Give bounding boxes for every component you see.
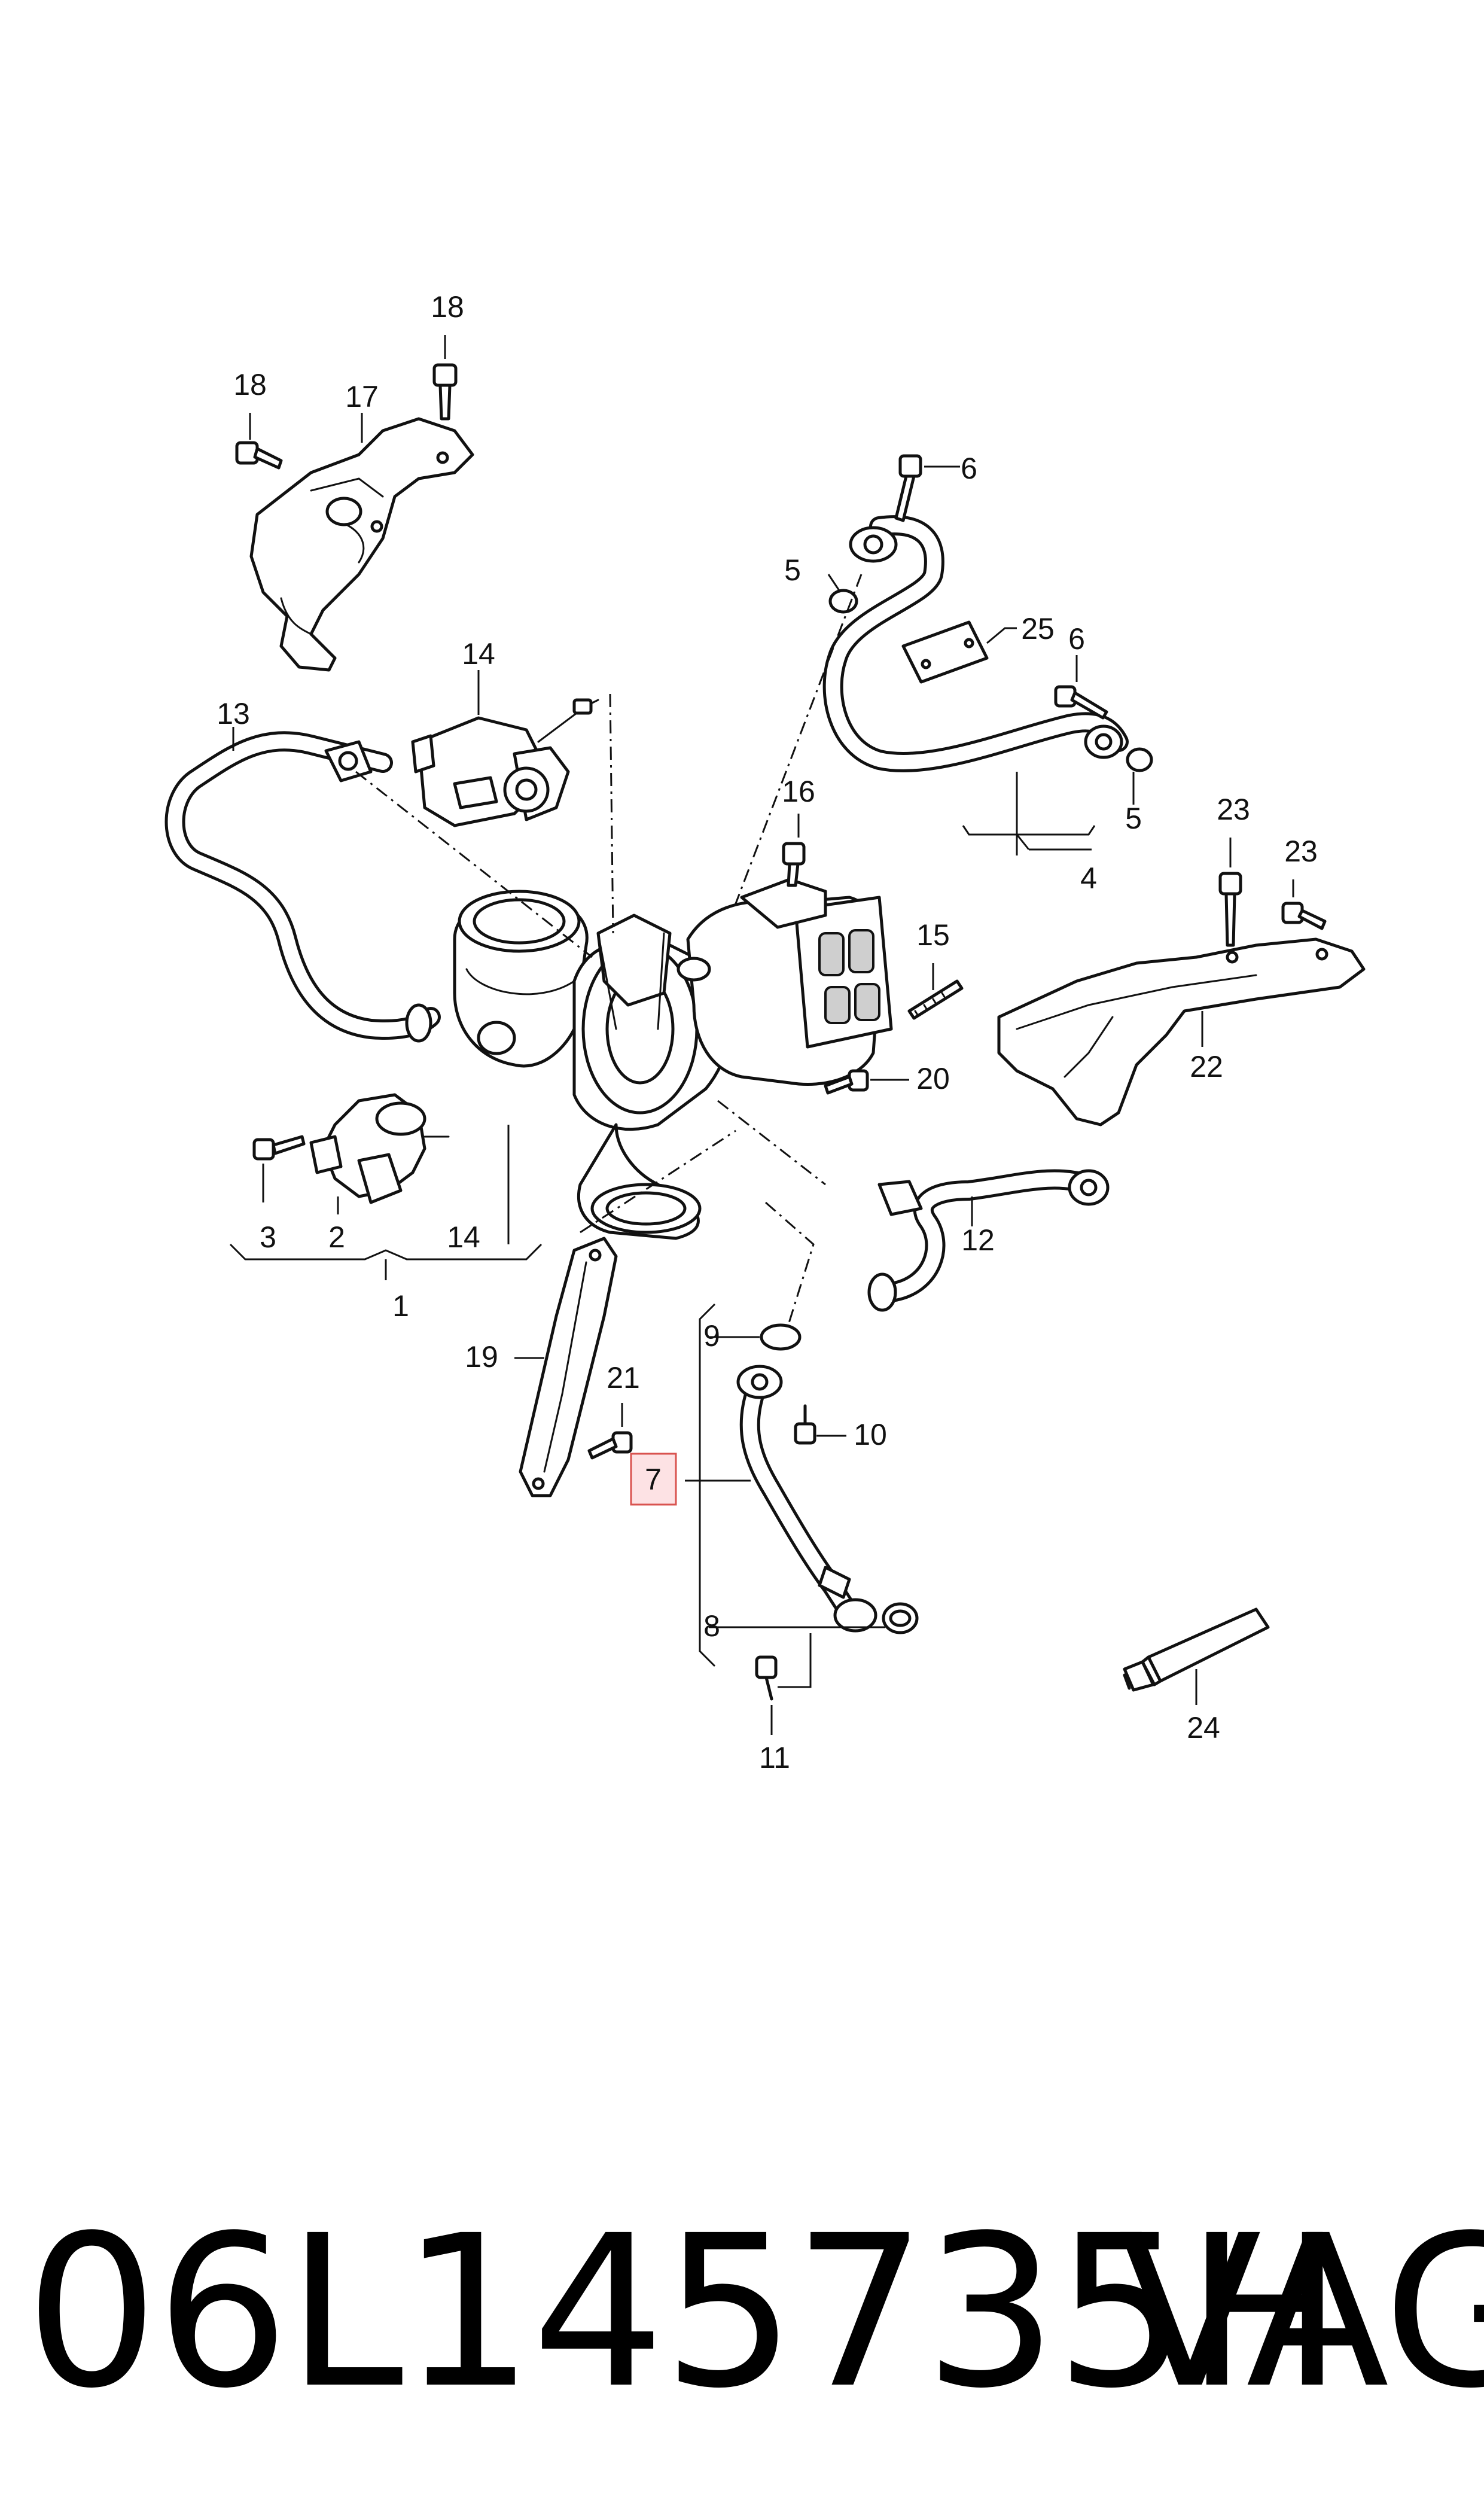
callout-24: 24 (1187, 1711, 1220, 1744)
seal-ring-9 (760, 1323, 802, 1351)
callout-2: 2 (328, 1220, 345, 1254)
leader-5-left (827, 574, 842, 593)
bracket-1 (229, 1243, 543, 1260)
callout-13: 13 (217, 697, 250, 730)
heat-shield-17 (249, 417, 474, 672)
stud-15 (907, 979, 964, 1020)
seal-ring-5-left (828, 589, 858, 614)
bolt-23-right (1281, 902, 1327, 930)
bolt-6-top (894, 454, 922, 522)
bracket-7 (699, 1303, 716, 1667)
callout-17: 17 (345, 380, 379, 413)
callout-22: 22 (1190, 1050, 1223, 1083)
callout-6-right: 6 (1068, 622, 1085, 656)
callout-3: 3 (260, 1220, 276, 1254)
bolt-16 (782, 842, 806, 887)
callout-12: 12 (961, 1223, 995, 1257)
actuator-14 (411, 698, 599, 827)
oil-pipe-4 (822, 515, 1129, 772)
leader-25 (986, 627, 1017, 644)
bolt-20 (824, 1069, 869, 1095)
sealant-tube-24 (1123, 1607, 1270, 1692)
callout-16: 16 (782, 775, 815, 808)
bolt-11 (755, 1655, 778, 1701)
callout-14-lower: 14 (447, 1220, 480, 1254)
callout-18-left: 18 (233, 368, 267, 401)
leader-11-b (778, 1633, 812, 1688)
heat-shield-22 (997, 937, 1366, 1126)
callout-21: 21 (607, 1361, 640, 1395)
callout-20: 20 (916, 1062, 950, 1095)
wastegate-valve-2 (309, 1093, 450, 1204)
bolt-6-right (1054, 685, 1108, 720)
turbocharger-main (453, 878, 893, 1240)
callout-10: 10 (854, 1418, 887, 1451)
callout-23-top: 23 (1217, 793, 1250, 826)
coolant-pipe-12 (867, 1169, 1110, 1312)
bolt-18-left (235, 441, 283, 470)
callout-25: 25 (1021, 612, 1055, 646)
callout-5-right: 5 (1125, 802, 1142, 835)
callout-9: 9 (703, 1319, 720, 1353)
callout-1: 1 (392, 1289, 409, 1323)
callout-7-highlight-box[interactable] (630, 1453, 677, 1506)
callout-11: 11 (759, 1741, 790, 1774)
callout-6-top: 6 (961, 452, 977, 485)
oil-return-pipe-7 (736, 1365, 877, 1633)
bracket-4 (962, 772, 1096, 851)
bolt-10 (794, 1404, 816, 1445)
bolt-3 (252, 1135, 306, 1161)
part-number-label: 06L145735H (25, 2190, 1343, 2434)
callout-7[interactable]: 7 (645, 1463, 662, 1496)
brand-label: VAG (1119, 2190, 1484, 2434)
gasket-plate-25 (901, 620, 989, 684)
callout-14-top: 14 (462, 637, 495, 671)
seal-ring-8-inner (889, 1609, 912, 1627)
dash-line-14 (609, 693, 614, 934)
callout-18-top: 18 (431, 290, 464, 324)
callout-4: 4 (1080, 861, 1097, 895)
bolt-21 (587, 1431, 633, 1460)
dash-line-19 (580, 1129, 736, 1234)
bolt-23-top (1218, 872, 1242, 947)
callout-15: 15 (916, 918, 950, 952)
heat-shield-19 (519, 1237, 618, 1497)
coolant-hose-13 (164, 731, 441, 1043)
callout-23-right: 23 (1284, 835, 1318, 868)
bolt-18-top (432, 363, 458, 421)
seal-ring-5-right (1126, 747, 1153, 772)
callout-5-left: 5 (784, 553, 801, 587)
callout-19: 19 (465, 1340, 498, 1374)
dash-line-9 (765, 1201, 815, 1341)
callout-8: 8 (703, 1609, 720, 1643)
dash-line-13 (355, 771, 593, 958)
dash-line-12 (717, 1100, 826, 1186)
